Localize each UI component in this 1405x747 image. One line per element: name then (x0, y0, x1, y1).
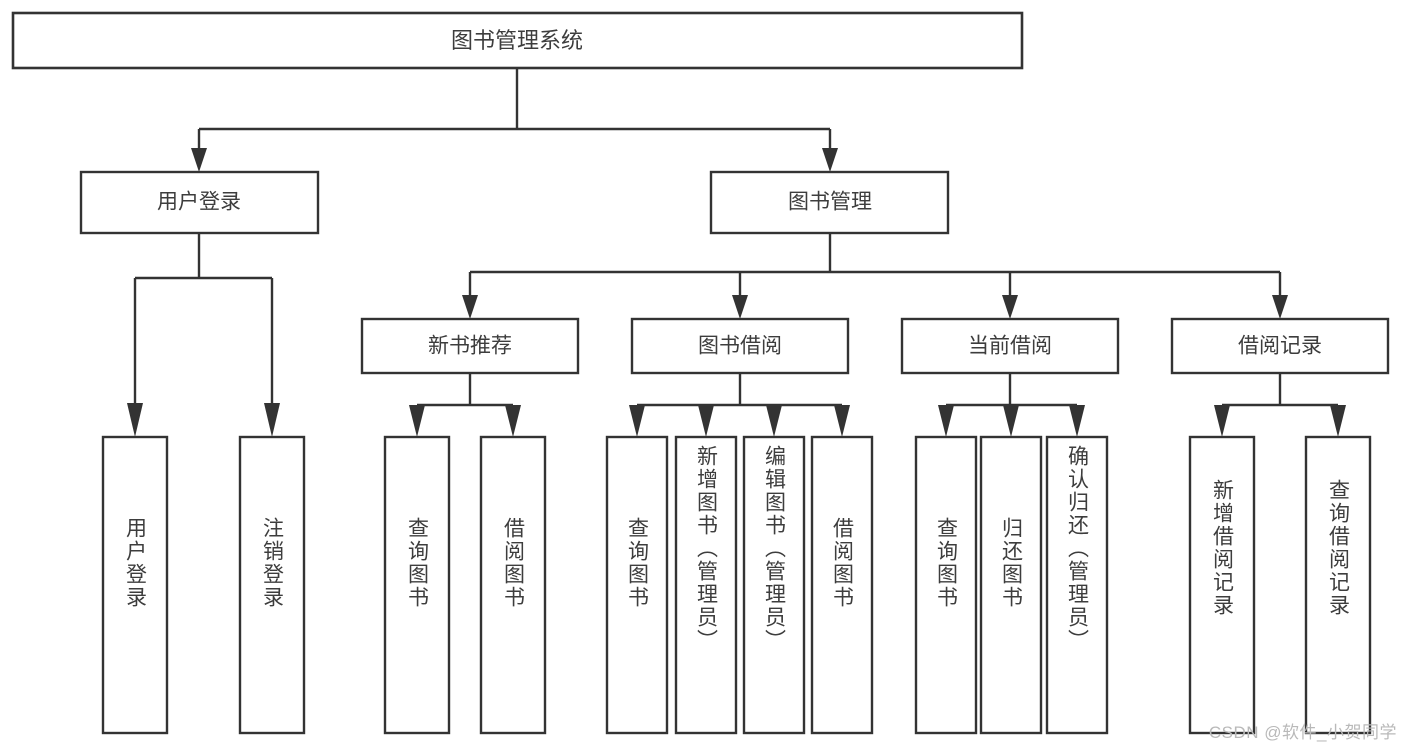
node-box-leaf-add-book[interactable] (674, 435, 738, 735)
arrow-head-leaf-borrow-book-2 (834, 405, 850, 437)
leaf-box-group (101, 435, 1372, 735)
arrow-head-leaf-add-book (698, 405, 714, 437)
node-label-root: 图书管理系统 (451, 28, 583, 53)
node-box-user-login[interactable] (79, 170, 320, 235)
arrow-head-leaf-add-record (1214, 405, 1230, 437)
arrow-head-book-borrow (732, 295, 748, 319)
node-box-root[interactable] (11, 11, 1024, 70)
node-box-leaf-query-book-3[interactable] (914, 435, 978, 735)
node-book-management-system[interactable]: 图书管理系统 (11, 11, 1024, 70)
node-label-borrow-record: 借阅记录 (1238, 335, 1322, 358)
watermark-text: CSDN @软件_小贺同学 (1208, 723, 1397, 742)
node-box-new-book-recommend[interactable] (360, 317, 580, 375)
node-box-leaf-return-book[interactable] (979, 435, 1043, 735)
node-new-book-recommend[interactable]: 新书推荐 (360, 317, 580, 375)
node-label-user-login: 用户登录 (157, 191, 241, 214)
arrow-head-leaf-query-book-3 (938, 405, 954, 437)
node-box-leaf-confirm-return[interactable] (1045, 435, 1109, 735)
arrow-head-leaf-query-book-1 (409, 405, 425, 437)
arrow-head-current-borrow (1002, 295, 1018, 319)
arrow-head-borrow-record (1272, 295, 1288, 319)
node-label-new-book-recommend: 新书推荐 (428, 335, 512, 358)
arrow-head-leaf-query-book-2 (629, 405, 645, 437)
node-box-leaf-query-record[interactable] (1304, 435, 1372, 735)
node-box-leaf-edit-book[interactable] (742, 435, 806, 735)
node-box-leaf-query-book-1[interactable] (383, 435, 451, 735)
arrow-head-new-book-recommend (462, 295, 478, 319)
node-book-management[interactable]: 图书管理 (709, 170, 950, 235)
arrow-head-leaf-edit-book (766, 405, 782, 437)
arrow-head-book-management (822, 148, 838, 172)
node-box-leaf-add-record[interactable] (1188, 435, 1256, 735)
node-current-borrow[interactable]: 当前借阅 (900, 317, 1120, 375)
node-label-current-borrow: 当前借阅 (968, 335, 1052, 358)
node-box-leaf-query-book-2[interactable] (605, 435, 669, 735)
node-label-book-management: 图书管理 (788, 191, 872, 214)
node-box-book-borrow[interactable] (630, 317, 850, 375)
arrow-head-leaf-logout-login (264, 403, 280, 437)
node-box-leaf-user-login[interactable] (101, 435, 169, 735)
node-borrow-record[interactable]: 借阅记录 (1170, 317, 1390, 375)
node-box-current-borrow[interactable] (900, 317, 1120, 375)
node-box-borrow-record[interactable] (1170, 317, 1390, 375)
arrow-head-leaf-confirm-return (1069, 405, 1085, 437)
arrow-head-leaf-user-login (127, 403, 143, 437)
node-book-borrow[interactable]: 图书借阅 (630, 317, 850, 375)
arrow-head-user-login (191, 148, 207, 172)
node-box-leaf-borrow-book-1[interactable] (479, 435, 547, 735)
node-box-book-management[interactable] (709, 170, 950, 235)
arrow-head-leaf-query-record (1330, 405, 1346, 437)
arrow-head-leaf-borrow-book-1 (505, 405, 521, 437)
node-label-book-borrow: 图书借阅 (698, 335, 782, 358)
node-box-leaf-borrow-book-2[interactable] (810, 435, 874, 735)
connector-group (127, 68, 1346, 437)
arrow-head-leaf-return-book (1003, 405, 1019, 437)
node-box-leaf-logout-login[interactable] (238, 435, 306, 735)
node-user-login[interactable]: 用户登录 (79, 170, 320, 235)
